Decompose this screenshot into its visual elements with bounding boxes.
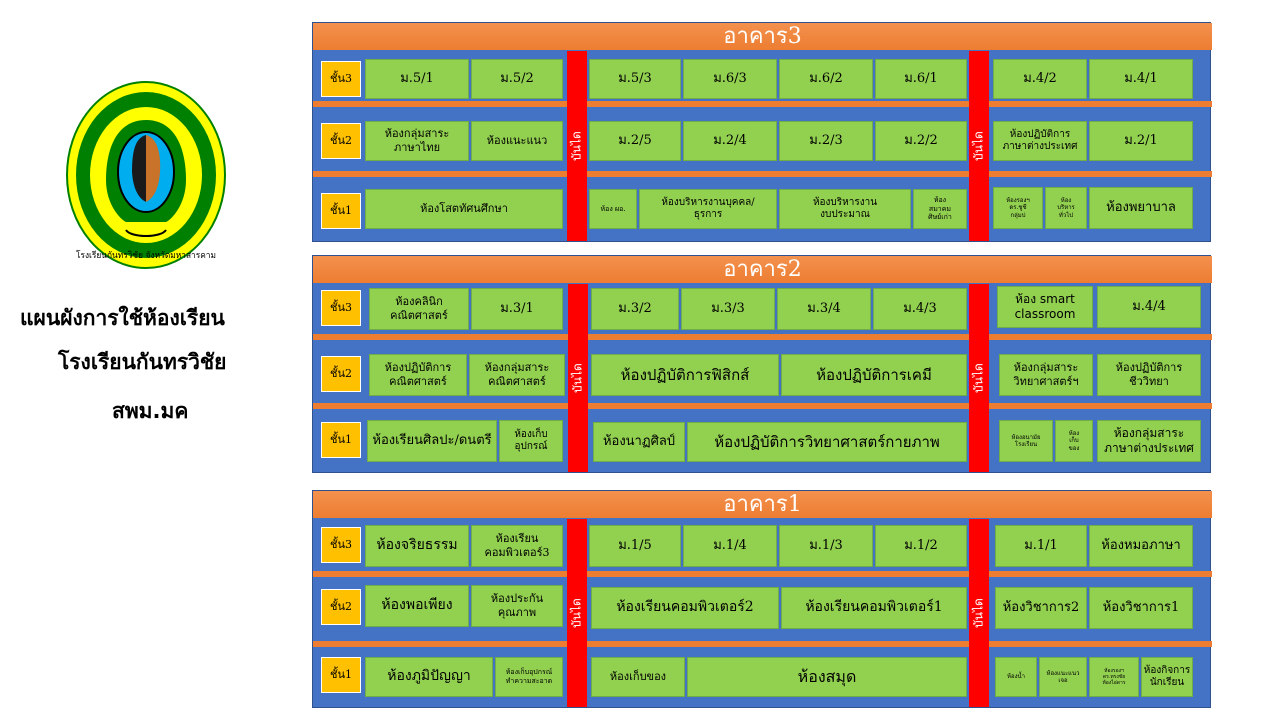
room[interactable]: ม.2/3 (779, 121, 873, 161)
floor-label: ชั้น3 (321, 290, 361, 326)
page-title-line1: แผนผังการใช้ห้องเรียน (20, 306, 225, 330)
room[interactable]: ม.4/4 (1097, 286, 1201, 328)
building-1: อาคาร1 บันได บันได ชั้น3 ชั้น2 ชั้น1 ห้อ… (312, 490, 1212, 708)
floor-label: ชั้น1 (321, 193, 361, 229)
floor-label: ชั้น2 (321, 356, 361, 392)
room[interactable]: ห้องบริหารงานบุคคล/ ธุรการ (639, 189, 777, 229)
floor-label: ชั้น2 (321, 589, 361, 625)
room[interactable]: ห้องเก็บอุปกรณ์ ทำความสะอาด (495, 657, 563, 697)
room[interactable]: ห้องเก็บ อุปกรณ์ (499, 420, 563, 462)
room[interactable]: ม.6/2 (779, 59, 873, 99)
room[interactable]: ม.2/5 (589, 121, 681, 161)
room[interactable]: ม.6/3 (683, 59, 777, 99)
stairs-right: บันได (969, 284, 989, 472)
room[interactable]: ห้องประกัน คุณภาพ (471, 585, 563, 627)
room[interactable]: ม.5/1 (365, 59, 469, 99)
room[interactable]: ห้องปฏิบัติการเคมี (781, 354, 967, 396)
room[interactable]: ห้อง เก็บ ของ (1055, 420, 1093, 462)
room[interactable]: ห้องวิชาการ2 (995, 587, 1087, 629)
room[interactable]: ห้องหมอภาษา (1089, 525, 1193, 567)
room[interactable]: ม.5/2 (471, 59, 563, 99)
page-title-line2: โรงเรียนกันทรวิชัย (58, 350, 227, 374)
divider (313, 171, 1212, 177)
room[interactable]: ม.3/1 (471, 288, 563, 330)
room[interactable]: ม.6/1 (875, 59, 967, 99)
page-title-line3: สพม.มค (112, 399, 189, 423)
room[interactable]: ห้องกลุ่มสาระ ภาษาต่างประเทศ (1097, 420, 1201, 462)
room[interactable]: ห้องภูมิปัญญา (365, 657, 493, 697)
room[interactable]: ห้องกิจการ นักเรียน (1141, 657, 1193, 697)
room[interactable]: ห้องกลุ่มสาระ ภาษาไทย (365, 121, 469, 161)
room[interactable]: ห้องคลินิก คณิตศาสตร์ (369, 288, 469, 330)
room[interactable]: ห้องเรียนศิลปะ/ดนตรี (367, 420, 497, 462)
stairs-right: บันได (969, 519, 989, 707)
room[interactable]: ม.2/2 (875, 121, 967, 161)
school-logo: โรงเรียนกันทรวิชัย จังหวัดมหาสารคาม (66, 81, 226, 269)
stairs-left: บันได (567, 51, 587, 241)
room[interactable]: ห้องเรียน คอมพิวเตอร์3 (471, 525, 563, 567)
stairs-left: บันได (567, 519, 587, 707)
room[interactable]: ห้องวิชาการ1 (1089, 587, 1193, 629)
room[interactable]: ห้องน้ำ (995, 657, 1037, 697)
room[interactable]: ม.1/2 (875, 525, 967, 567)
stairs-left: บันได (568, 284, 588, 472)
room[interactable]: ม.3/4 (777, 288, 871, 330)
room[interactable]: ม.4/3 (873, 288, 967, 330)
room[interactable]: ม.1/5 (589, 525, 681, 567)
room[interactable]: ม.3/2 (591, 288, 679, 330)
room[interactable]: ห้องพอเพียง (365, 585, 469, 627)
room[interactable]: ห้องพยาบาล (1089, 187, 1193, 229)
room[interactable]: ม.1/4 (683, 525, 777, 567)
room[interactable]: ห้องกลุ่มสาระ วิทยาศาสตร์ฯ (999, 354, 1093, 396)
room[interactable]: ม.4/2 (993, 59, 1087, 99)
room[interactable]: ม.1/1 (995, 525, 1087, 567)
room[interactable]: ห้องปฏิบัติการฟิสิกส์ (591, 354, 779, 396)
room[interactable]: ห้อง smart classroom (997, 286, 1093, 328)
room[interactable]: ห้องนาฏศิลป์ (593, 422, 685, 462)
room[interactable]: ห้องรองฯ ดร.ชูชี กลุ่มบ่ (993, 187, 1043, 229)
divider (313, 403, 1212, 409)
room[interactable]: ห้องปฏิบัติการ คณิตศาสตร์ (369, 354, 467, 396)
room[interactable]: ห้องสมุด (687, 657, 967, 697)
room[interactable]: ห้องจริยธรรม (365, 525, 469, 567)
room[interactable]: ห้องแนะแนว (471, 121, 563, 161)
room[interactable]: ห้อง ผอ. (589, 189, 637, 229)
room[interactable]: ห้องเก็บของ (591, 657, 685, 697)
room[interactable]: ม.2/4 (683, 121, 777, 161)
room[interactable]: ห้องอนามัย โรงเรียน (999, 420, 1053, 462)
room[interactable]: ม.4/1 (1089, 59, 1193, 99)
building-2-title: อาคาร2 (313, 256, 1212, 283)
room[interactable]: ห้องโสตทัศนศึกษา (365, 189, 563, 229)
room[interactable]: ห้องกลุ่มสาระ คณิตศาสตร์ (469, 354, 565, 396)
building-3: อาคาร3 บันได บันได ชั้น3 ชั้น2 ชั้น1 ม.5… (312, 22, 1212, 242)
room[interactable]: ห้องเรียนคอมพิวเตอร์1 (781, 587, 967, 629)
room[interactable]: ห้องปฏิบัติการ ชีววิทยา (1097, 354, 1201, 396)
room[interactable]: ห้องเรียนคอมพิวเตอร์2 (591, 587, 779, 629)
building-1-title: อาคาร1 (313, 491, 1212, 518)
room[interactable]: ม.3/3 (681, 288, 775, 330)
room[interactable]: ห้องปฏิบัติการ ภาษาต่างประเทศ (993, 121, 1087, 161)
logo-text: โรงเรียนกันทรวิชัย จังหวัดมหาสารคาม (76, 250, 216, 261)
divider (313, 571, 1212, 577)
room[interactable]: ห้องบริหารงาน งบประมาณ (779, 189, 911, 229)
divider (313, 641, 1212, 647)
room[interactable]: ห้อง สมาคม ศิษย์เก่า (913, 189, 967, 229)
room[interactable]: ห้องรองฯ ดร.ทรงชัย ห้องไอ่ดาร (1089, 657, 1139, 697)
room[interactable]: ห้อง บริหาร ทั่วไป (1045, 187, 1087, 229)
floor-label: ชั้น3 (321, 527, 361, 563)
floor-label: ชั้น1 (321, 657, 361, 693)
room[interactable]: ม.5/3 (589, 59, 681, 99)
floor-label: ชั้น2 (321, 123, 361, 159)
room[interactable]: ม.2/1 (1089, 121, 1193, 161)
stairs-right: บันได (969, 51, 989, 241)
room[interactable]: ห้องแนะแนว เจอ (1039, 657, 1087, 697)
divider (313, 334, 1212, 340)
floor-label: ชั้น3 (321, 61, 361, 97)
building-2: อาคาร2 บันได บันได ชั้น3 ชั้น2 ชั้น1 ห้อ… (312, 255, 1212, 473)
room[interactable]: ห้องปฏิบัติการวิทยาศาสตร์กายภาพ (687, 422, 967, 462)
room[interactable]: ม.1/3 (779, 525, 873, 567)
divider (313, 101, 1212, 107)
building-3-title: อาคาร3 (313, 23, 1212, 50)
floor-label: ชั้น1 (321, 422, 361, 458)
